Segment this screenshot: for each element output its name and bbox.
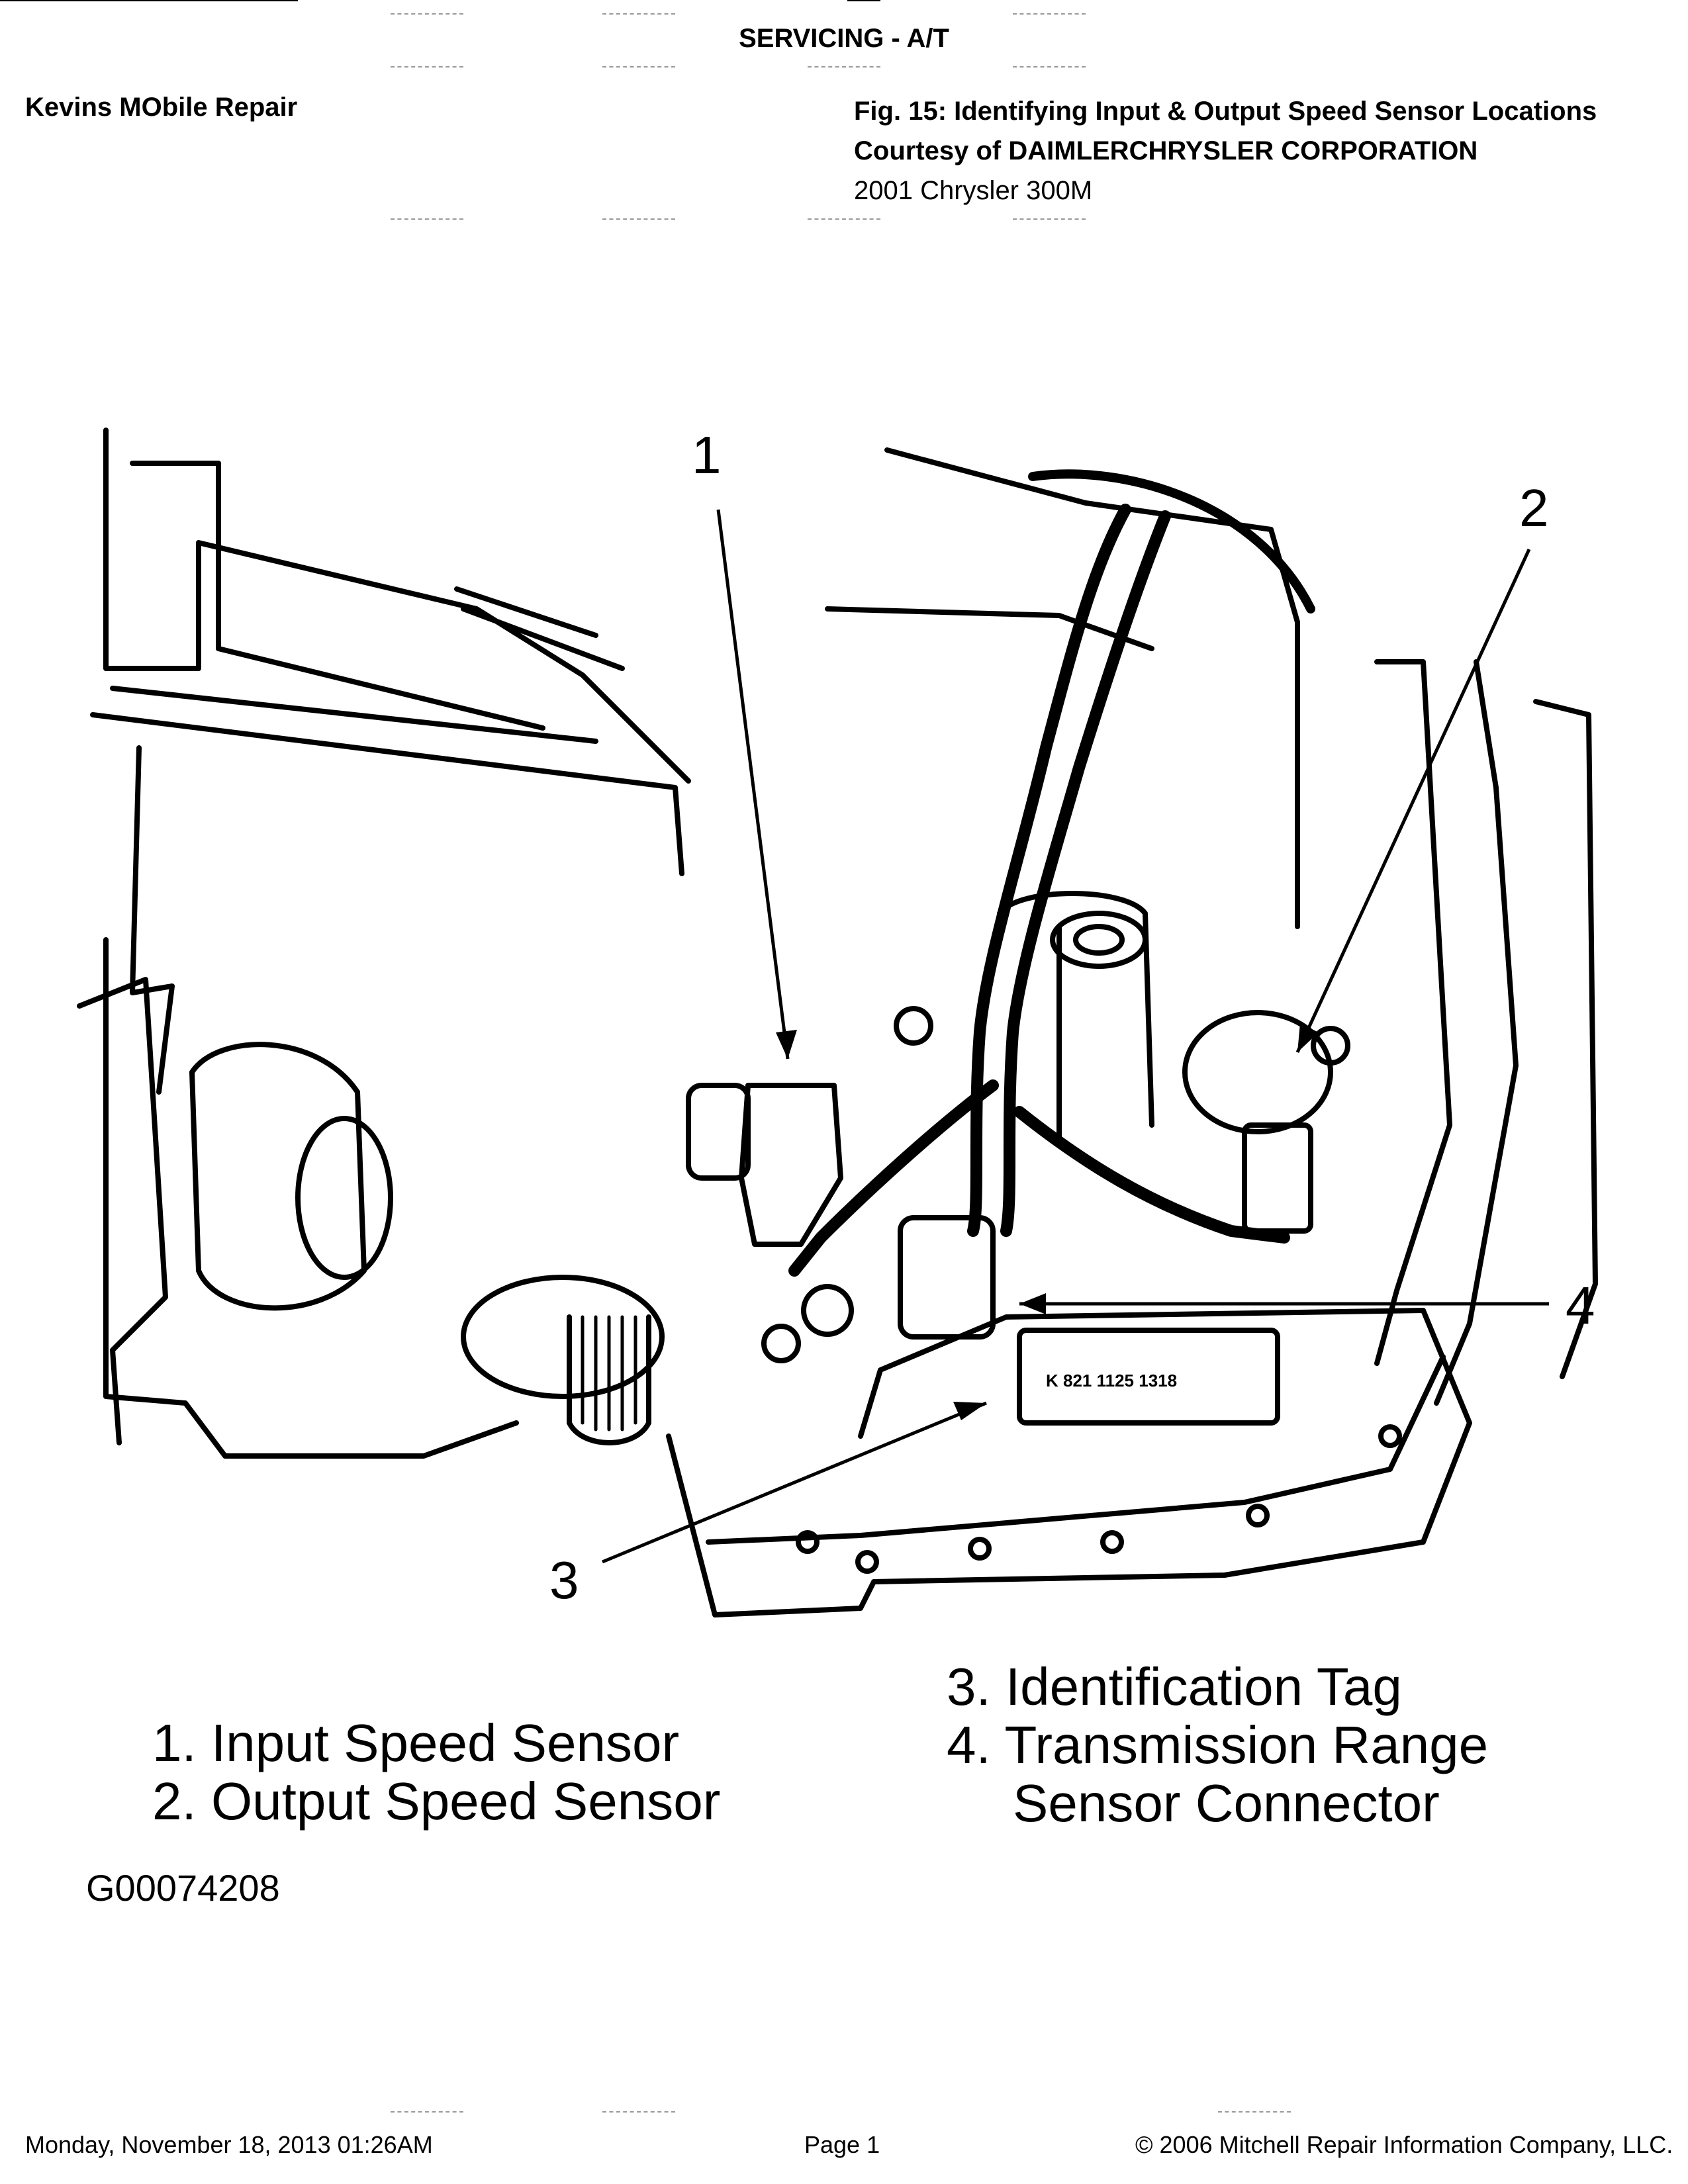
legend-left: 1. Input Speed Sensor 2. Output Speed Se… <box>152 1714 720 1831</box>
registration-mark <box>391 218 463 221</box>
arrowhead-1 <box>776 1030 797 1059</box>
oil-pan-flange <box>706 1354 1446 1545</box>
frame-outline <box>110 686 598 744</box>
arrowhead-4 <box>1019 1293 1046 1314</box>
case-outline <box>1434 659 1519 1406</box>
bolt-head <box>1311 1026 1350 1066</box>
frame-outline <box>103 428 691 784</box>
wiring-harness <box>1000 510 1171 1237</box>
registration-mark <box>391 2111 463 2114</box>
shaft-tower <box>997 891 1154 1128</box>
trs-connector <box>898 1215 996 1340</box>
callout-2: 2 <box>1519 478 1549 537</box>
pan-bolt <box>796 1530 820 1554</box>
legend-item-3: 3. Identification Tag <box>947 1657 1402 1716</box>
registration-mark <box>391 66 463 69</box>
output-speed-sensor <box>1182 1010 1333 1134</box>
registration-mark <box>602 218 675 221</box>
registration-mark <box>602 13 675 16</box>
registration-mark <box>808 218 880 221</box>
wiring-harness-branch <box>788 1079 999 1277</box>
identification-tag-text: K 821 1125 1318 <box>1046 1371 1177 1390</box>
wiring-harness-branch <box>1013 1106 1290 1244</box>
input-speed-sensor-boss <box>686 1083 751 1181</box>
output-speed-sensor-connector <box>1242 1122 1313 1234</box>
section-title: SERVICING - A/T <box>739 24 949 53</box>
leader-line-3 <box>602 1401 987 1564</box>
case-outline <box>1533 699 1598 1379</box>
shaft-top <box>1050 911 1148 969</box>
footer-datetime: Monday, November 18, 2013 01:26AM <box>25 2131 433 2158</box>
pan-bolt <box>968 1537 992 1561</box>
frame-outline <box>103 937 519 1459</box>
registration-mark <box>602 66 675 69</box>
top-rule <box>847 0 880 1</box>
company-name: Kevins MObile Repair <box>25 93 298 122</box>
footer-page-number: Page 1 <box>804 2131 880 2158</box>
legend-item-2: 2. Output Speed Sensor <box>152 1772 721 1831</box>
registration-mark <box>1013 13 1086 16</box>
legend-right: 3. Identification Tag 4. Transmission Ra… <box>947 1658 1488 1833</box>
pan-bolt <box>1246 1504 1270 1527</box>
frame-outline <box>130 745 175 1095</box>
callout-4: 4 <box>1566 1276 1595 1335</box>
shaft-seal <box>461 1275 665 1399</box>
top-rule <box>0 0 298 1</box>
bolt-head <box>761 1324 801 1363</box>
shaft-bore <box>1073 924 1125 956</box>
wiring-harness-upper <box>1028 469 1315 614</box>
identification-tag <box>1017 1328 1280 1426</box>
figure-caption: Fig. 15: Identifying Input & Output Spee… <box>854 91 1597 210</box>
registration-mark <box>808 66 880 69</box>
case-outline <box>1374 659 1452 1366</box>
leader-line-1 <box>716 509 790 1060</box>
bolt-head <box>801 1284 854 1337</box>
pan-bolt <box>1100 1530 1124 1554</box>
callout-3: 3 <box>549 1551 579 1610</box>
registration-mark <box>1013 218 1086 221</box>
figure-courtesy: Courtesy of DAIMLERCHRYSLER CORPORATION <box>854 136 1478 165</box>
frame-outline <box>77 977 168 1445</box>
frame-outline <box>90 712 684 876</box>
figure-vehicle: 2001 Chrysler 300M <box>854 176 1093 205</box>
registration-mark <box>1013 66 1086 69</box>
splined-shaft <box>567 1314 651 1445</box>
pan-bolt <box>1378 1424 1402 1448</box>
shaft-splines <box>581 1315 637 1432</box>
case-outline <box>825 606 1154 651</box>
footer-copyright: © 2006 Mitchell Repair Information Compa… <box>1135 2131 1673 2158</box>
pan-bolt <box>855 1550 879 1574</box>
arrowhead-3 <box>953 1402 986 1420</box>
figure-title: Fig. 15: Identifying Input & Output Spee… <box>854 97 1597 126</box>
callout-1: 1 <box>692 426 722 484</box>
motor-end <box>295 1116 393 1280</box>
graphic-id: G00074208 <box>86 1867 280 1909</box>
wiring-harness <box>967 504 1131 1237</box>
leader-line-2 <box>1295 548 1531 1054</box>
legend-item-4-continued: Sensor Connector <box>1013 1774 1440 1833</box>
arrowhead-2 <box>1297 1023 1319 1052</box>
registration-mark <box>1218 2111 1291 2114</box>
frame-outline <box>130 461 545 731</box>
registration-mark <box>391 13 463 16</box>
bolt-head <box>894 1006 933 1046</box>
registration-mark <box>602 2111 675 2114</box>
input-speed-sensor <box>739 1083 843 1247</box>
frame-outline <box>454 586 625 671</box>
legend-item-4: 4. Transmission Range <box>947 1715 1489 1774</box>
motor-body <box>189 1042 367 1311</box>
case-outline <box>884 447 1300 929</box>
legend-item-1: 1. Input Speed Sensor <box>152 1713 680 1772</box>
